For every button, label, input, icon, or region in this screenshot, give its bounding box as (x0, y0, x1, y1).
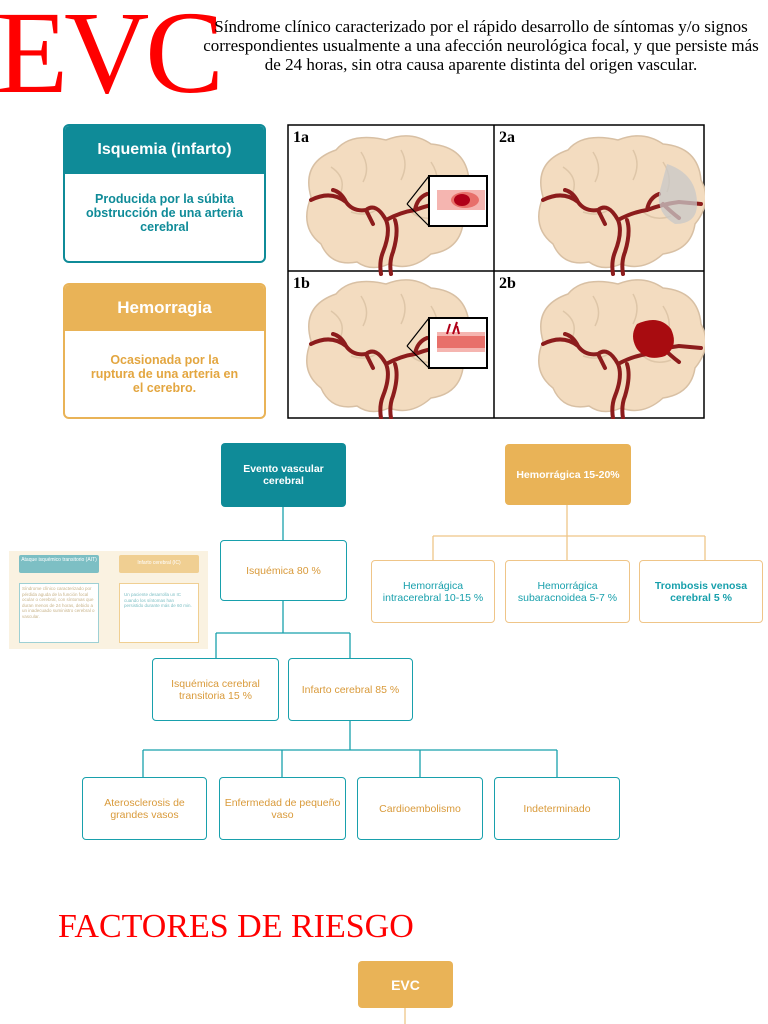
subaracnoidea-box: Hemorrágica subaracnoidea 5-7 % (505, 560, 630, 623)
evc-title: EVC (0, 0, 224, 118)
isquemica-transitoria-box: Isquémica cerebral transitoria 15 % (152, 658, 279, 721)
infarto-cerebral-box: Infarto cerebral 85 % (288, 658, 413, 721)
intracerebral-box: Hemorrágica intracerebral 10-15 % (371, 560, 495, 623)
cardioembolismo-box: Cardioembolismo (357, 777, 483, 840)
evento-vascular-box: Evento vascular cerebral (221, 443, 346, 507)
brain-panel-1b (304, 277, 488, 419)
panel-label-2a: 2a (499, 129, 515, 146)
indeterminado-box: Indeterminado (494, 777, 620, 840)
ic-title: Infarto cerebral (IC) (119, 555, 199, 573)
definition-text: Síndrome clínico caracterizado por el rá… (203, 17, 759, 74)
evc-risk-box: EVC (358, 961, 453, 1008)
ait-title: Ataque isquémico transitorio (AIT) (19, 555, 99, 573)
brain-panel-2a (536, 133, 705, 276)
panel-label-2b: 2b (499, 275, 516, 292)
risk-factors-title: FACTORES DE RIESGO (58, 908, 414, 945)
isquemia-card-title: Isquemia (infarto) (65, 126, 264, 174)
brain-panel-1a (304, 133, 488, 276)
hemorragia-card-title: Hemorragia (65, 285, 264, 331)
hemorragia-card-body: Ocasionada por la ruptura de una arteria… (90, 353, 239, 395)
ait-body: Síndrome clínico caracterizado por pérdi… (19, 583, 99, 643)
mini-definitions-panel: Ataque isquémico transitorio (AIT) Síndr… (9, 551, 208, 649)
ic-body: Un paciente desarrolla un IC cuando los … (119, 583, 199, 643)
pequeno-vaso-box: Enfermedad de pequeño vaso (219, 777, 346, 840)
brain-panel-2b (536, 277, 705, 419)
isquemica-box: Isquémica 80 % (220, 540, 347, 601)
trombosis-box: Trombosis venosa cerebral 5 % (639, 560, 763, 623)
panel-label-1b: 1b (293, 275, 310, 292)
aterosclerosis-box: Aterosclerosis de grandes vasos (82, 777, 207, 840)
hemorragia-card: Hemorragia Ocasionada por la ruptura de … (63, 283, 266, 419)
brain-panels-figure: 1a 2a 1b 2b (287, 124, 705, 419)
hemorragica-box: Hemorrágica 15-20% (505, 444, 631, 505)
panel-label-1a: 1a (293, 129, 309, 146)
isquemia-card: Isquemia (infarto) Producida por la súbi… (63, 124, 266, 263)
isquemia-card-body: Producida por la súbita obstrucción de u… (86, 192, 243, 234)
